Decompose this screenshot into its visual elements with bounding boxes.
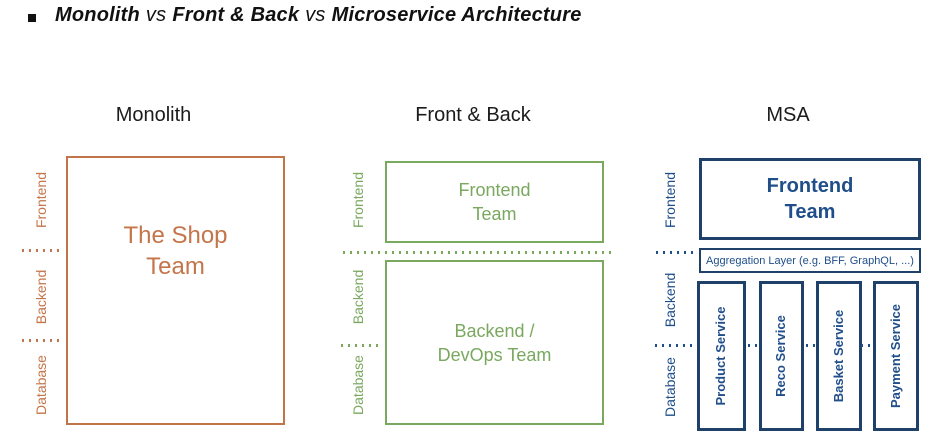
msa-frontend-label-line2: Team [784, 201, 836, 223]
msa-layer-label-frontend: Frontend [662, 171, 678, 229]
frontback-header: Front & Back [415, 104, 531, 126]
msa-frontend-label-line1: Frontend [766, 175, 854, 197]
msa-aggregation-layer-label: Aggregation Layer (e.g. BFF, GraphQL, ..… [706, 254, 914, 267]
msa-frontend-backend-divider-dotted [656, 251, 698, 254]
frontback-backend-team-box: Backend / DevOps Team [385, 260, 604, 425]
frontback-backend-label-line1: Backend / [454, 320, 535, 341]
msa-service-box-reco [759, 281, 804, 431]
msa-service-label-reco: Reco Service [773, 315, 788, 397]
msa-service-label-product: Product Service [713, 306, 728, 406]
msa-layer-label-database: Database [662, 357, 678, 417]
msa-service-box-payment [873, 281, 919, 431]
bullet-icon [28, 14, 36, 22]
msa-aggregation-layer-box: Aggregation Layer (e.g. BFF, GraphQL, ..… [699, 248, 921, 273]
msa-frontend-team-box: Frontend Team [699, 158, 921, 240]
title-part: Monolith [55, 4, 140, 26]
msa-backend-database-divider-dotted [655, 344, 697, 347]
msa-database-divider-gap-dotted [861, 344, 871, 347]
monolith-header: Monolith [115, 104, 192, 126]
monolith-team-label-line1: The Shop [123, 222, 228, 249]
msa-service-box-product [697, 281, 746, 431]
frontback-backend-database-divider-dotted [341, 344, 383, 347]
frontback-frontend-label-line2: Team [472, 204, 517, 224]
monolith-layer-label-database: Database [33, 355, 49, 415]
frontback-frontend-backend-divider-dotted [343, 251, 613, 254]
monolith-team-box: The Shop Team [66, 156, 285, 425]
title-vs: vs [305, 4, 326, 26]
monolith-frontend-backend-divider-dotted [22, 249, 64, 252]
monolith-layer-label-frontend: Frontend [33, 171, 49, 229]
monolith-backend-database-divider-dotted [22, 339, 64, 342]
frontback-frontend-label-line1: Frontend [458, 180, 531, 200]
monolith-team-label-line2: Team [146, 253, 205, 280]
title-part: Microservice Architecture [331, 4, 582, 26]
frontback-frontend-team-box: Frontend Team [385, 161, 604, 243]
msa-database-divider-gap-dotted [748, 344, 758, 347]
msa-service-label-payment: Payment Service [888, 303, 903, 409]
msa-service-label-basket: Basket Service [831, 309, 846, 403]
msa-database-divider-gap-dotted [806, 344, 815, 347]
title-vs: vs [145, 4, 167, 26]
frontback-layer-label-frontend: Frontend [350, 171, 366, 229]
msa-header: MSA [766, 104, 810, 126]
frontback-backend-label-line2: DevOps Team [437, 344, 552, 365]
title-part: Front & Back [172, 4, 300, 26]
msa-service-box-basket [816, 281, 862, 431]
